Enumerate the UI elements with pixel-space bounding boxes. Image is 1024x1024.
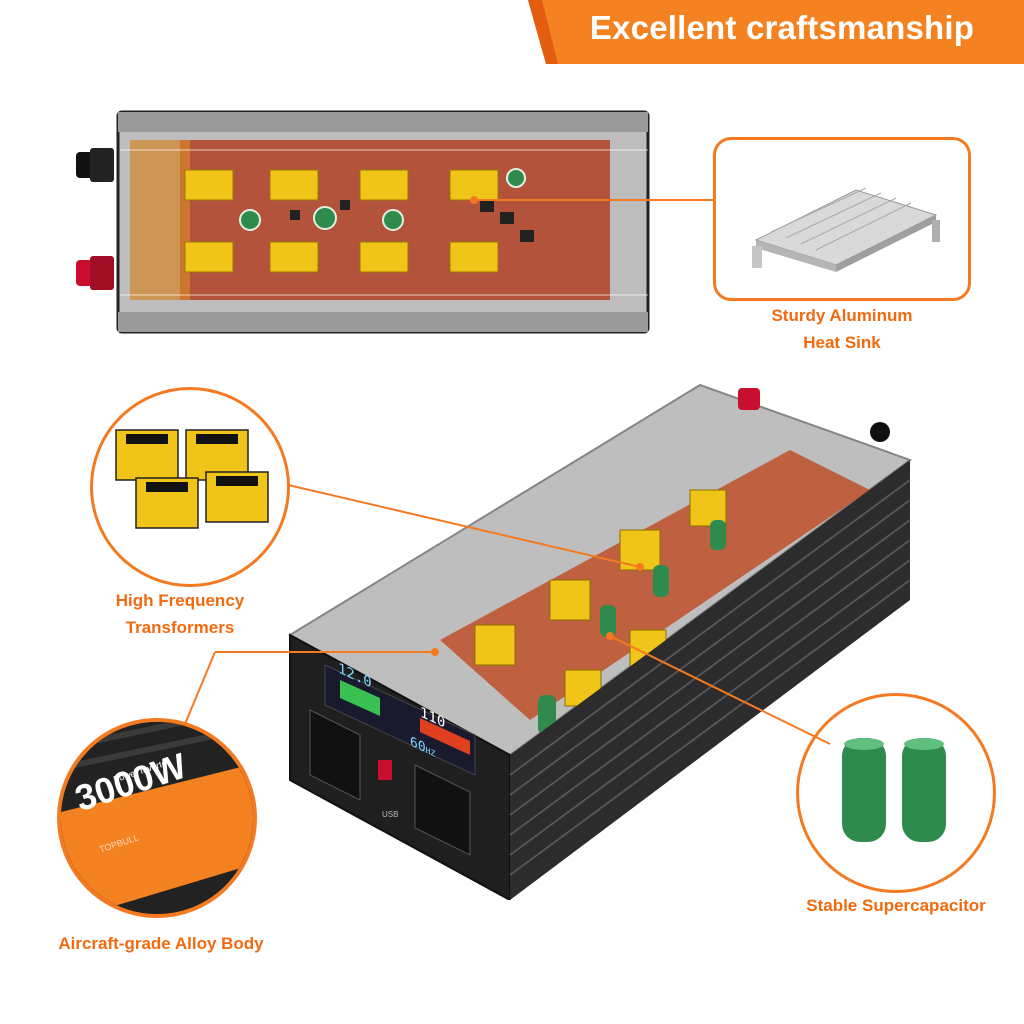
supercapacitor-label: Stable Supercapacitor [806, 896, 986, 915]
transformers-label-line1: High Frequency [115, 591, 245, 610]
heat-sink-label: Sturdy Aluminum Heat Sink [713, 302, 971, 356]
transformers-connector [288, 484, 644, 571]
supercapacitor-circle [796, 693, 996, 893]
alloy-body-label: Aircraft-grade Alloy Body [58, 934, 264, 953]
heat-sink-label-line1: Sturdy Aluminum [771, 306, 913, 325]
heat-sink-connector [470, 196, 718, 204]
heat-sink-callout [713, 137, 971, 301]
header-banner [528, 0, 1024, 64]
transformers-label-line2: Transformers [125, 618, 235, 637]
supercapacitor-image [842, 738, 946, 842]
heat-sink-label-line2: Heat Sink [803, 333, 881, 352]
inverter-top-view [76, 110, 650, 334]
transformers-label: High Frequency Transformers [80, 587, 280, 641]
display-frequency-unit: HZ [425, 745, 436, 759]
alloy-body-circle [57, 718, 257, 918]
page-title: Excellent craftsmanship [589, 9, 975, 46]
alloy-body-image [61, 722, 253, 914]
heat-sink-image [752, 187, 940, 272]
transformers-image [115, 429, 269, 529]
supercapacitor-connector [606, 632, 831, 745]
usb-port-label: USB [382, 810, 399, 819]
inverter-main-view [288, 383, 913, 900]
alloy-connector [185, 648, 439, 725]
